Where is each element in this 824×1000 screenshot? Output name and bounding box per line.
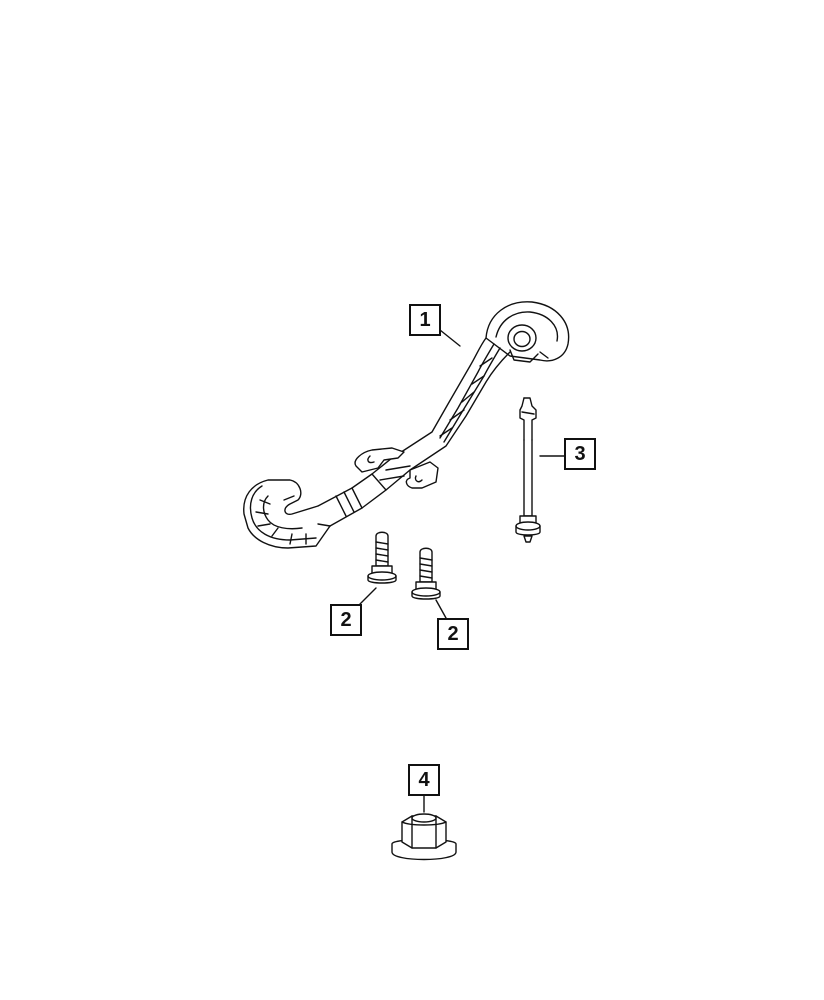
callout-2b: 2 (437, 618, 469, 650)
callout-2a: 2 (330, 604, 362, 636)
part-1-bracket (243, 301, 570, 549)
part-2-bolt-right (411, 547, 441, 600)
callout-3: 3 (564, 438, 596, 470)
callout-4: 4 (408, 764, 440, 796)
part-2-bolt-left (367, 531, 397, 584)
callout-1: 1 (409, 304, 441, 336)
leader-line-2a (359, 587, 377, 605)
leader-line-1 (439, 329, 461, 347)
part-4-flange-nut (391, 813, 457, 861)
part-3-long-stud (515, 397, 541, 543)
leader-line-2b (435, 599, 447, 619)
